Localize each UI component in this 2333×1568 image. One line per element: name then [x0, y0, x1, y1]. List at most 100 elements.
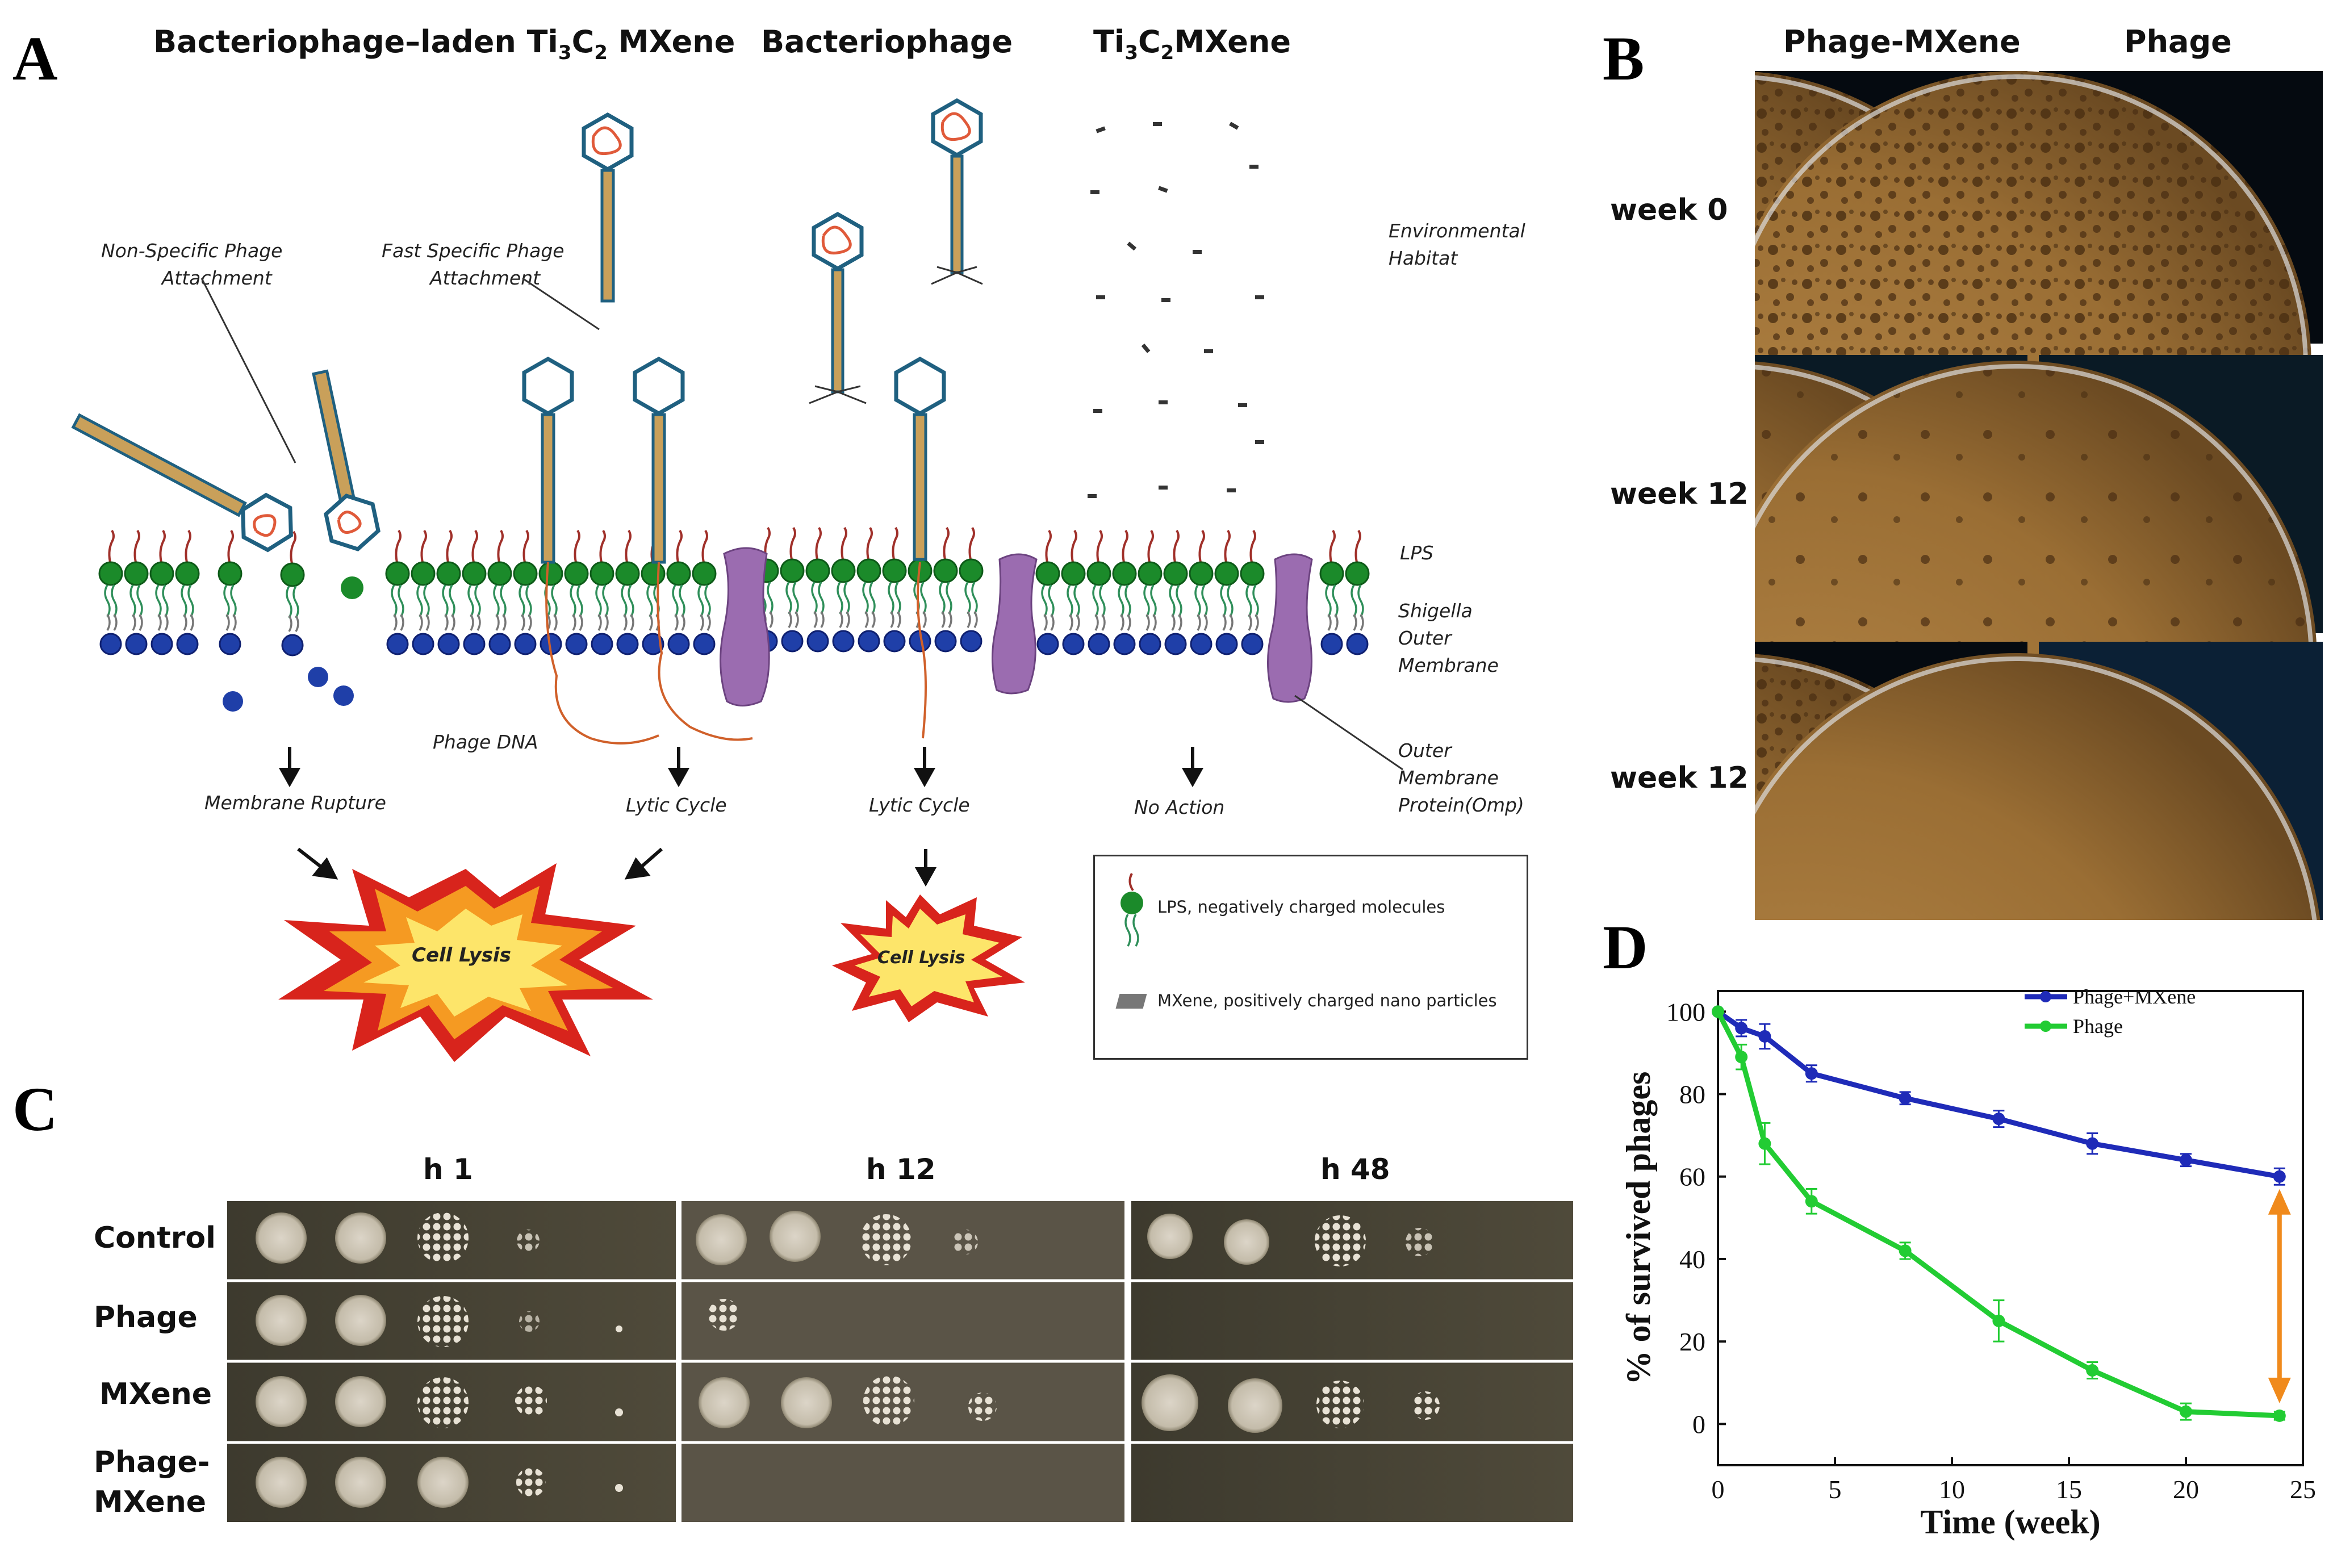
cell-lysis-burst-small	[832, 894, 1025, 1022]
membrane-segment-1	[98, 529, 717, 657]
panel-b-row-label-1: week 0	[1610, 193, 1728, 227]
panel-c-row-label-phage-mxene-2: MXene	[94, 1485, 206, 1519]
legend-marker	[2040, 1021, 2051, 1032]
label-lytic-cycle-1: Lytic Cycle	[626, 794, 727, 816]
panel-letter-d: D	[1603, 913, 1648, 982]
plot-frame	[1717, 990, 2304, 1466]
x-tick-label: 25	[2290, 1475, 2316, 1504]
panel-c-row-label-phage-mxene-1: Phage-	[94, 1445, 210, 1479]
chart-series	[1712, 1005, 2291, 1422]
label-phage-dna: Phage DNA	[433, 731, 538, 753]
header-ti3c2-mxene: Ti3C2MXene	[1093, 24, 1291, 64]
x-axis-label: Time (week)	[1920, 1503, 2100, 1541]
legend-label: Phage	[2073, 1015, 2123, 1038]
data-point	[1899, 1092, 1912, 1105]
phage-free-left	[809, 214, 867, 404]
panel-c-row-label-mxene: MXene	[99, 1377, 212, 1411]
mxene-flakes	[1088, 122, 1264, 498]
data-point	[1712, 1005, 1724, 1018]
panel-c-col-header-h12: h 12	[866, 1153, 936, 1186]
label-membrane-rupture: Membrane Rupture	[204, 792, 386, 814]
data-point	[1899, 1244, 1912, 1257]
omp-protein-1	[720, 547, 770, 706]
label-no-action: No Action	[1134, 796, 1225, 818]
panel-c-spot-assay	[227, 1201, 1573, 1522]
panel-a-legend: LPS, negatively charged molecules MXene,…	[1093, 855, 1528, 1060]
data-point	[1992, 1113, 2005, 1126]
phage-laden-tilted-2	[312, 369, 381, 554]
panel-b-col-header-phage-mxene: Phage-MXene	[1783, 24, 2021, 60]
data-point	[2086, 1137, 2099, 1150]
panel-b-col-header-phage: Phage	[2124, 24, 2232, 60]
spots-h48	[1142, 1214, 1440, 1433]
data-point	[1758, 1030, 1771, 1043]
x-tick-label: 0	[1712, 1475, 1725, 1504]
phage-free-top	[584, 115, 632, 303]
panel-b-row-label-2: week 12	[1610, 477, 1749, 511]
data-point	[2180, 1405, 2192, 1418]
plate-w12b-phage	[1755, 642, 2323, 920]
panel-b-plate-grid	[1755, 71, 2323, 920]
header-phage-laden-mxene: Bacteriophage–laden Ti3C2 MXene	[153, 24, 735, 64]
series-line-1	[1716, 1010, 2280, 1419]
label-lps: LPS	[1400, 542, 1434, 564]
omp-protein-3	[1267, 553, 1313, 703]
x-tick-label: 10	[1939, 1475, 1965, 1504]
data-point	[1735, 1051, 1748, 1064]
phage-attached-2	[635, 359, 753, 741]
x-tick-label: 5	[1829, 1475, 1842, 1504]
phage-free-right	[931, 101, 983, 285]
cell-lysis-large-label: Cell Lysis	[412, 944, 511, 967]
panel-a-diagram: Bacteriophage–laden Ti3C2 MXene Bacterio…	[0, 0, 1584, 1068]
panel-c-row-label-control: Control	[94, 1221, 216, 1255]
difference-arrow-head-bottom	[2268, 1377, 2291, 1403]
data-point	[1805, 1067, 1818, 1080]
data-point	[1805, 1195, 1818, 1208]
cell-lysis-small-label: Cell Lysis	[877, 948, 965, 968]
phage-laden-tilted-1	[71, 413, 302, 557]
data-point	[1735, 1022, 1748, 1035]
spots-h12	[696, 1211, 997, 1428]
y-tick-label: 40	[1679, 1245, 1705, 1274]
y-tick-label: 20	[1679, 1327, 1705, 1356]
data-point	[1758, 1137, 1771, 1150]
spots-h1	[256, 1212, 623, 1508]
phage-binding	[896, 359, 944, 739]
panel-b-row-label-3: week 12	[1610, 761, 1749, 795]
cell-lysis-burst-large	[278, 863, 653, 1062]
y-axis-label: % of survived phages	[1620, 1072, 1657, 1385]
legend-label: Phage+MXene	[2073, 985, 2196, 1008]
series-line-0	[1716, 1009, 2280, 1180]
panel-c-row-label-phage: Phage	[94, 1301, 198, 1335]
x-tick-label: 20	[2173, 1475, 2199, 1504]
data-point	[2180, 1153, 2192, 1166]
membrane-segment-2	[754, 526, 984, 653]
phage-attached-1	[524, 359, 659, 745]
panel-c-col-header-h1: h 1	[423, 1153, 473, 1186]
legend-mxene-text: MXene, positively charged nano particles	[1157, 991, 1497, 1010]
panel-letter-c: C	[12, 1074, 58, 1144]
data-point	[2273, 1409, 2286, 1422]
legend-marker	[2040, 991, 2051, 1002]
membrane-segment-3	[1035, 529, 1370, 655]
omp-protein-2	[992, 553, 1038, 695]
x-tick-label: 15	[2056, 1475, 2082, 1504]
data-point	[2273, 1170, 2286, 1183]
membrane-illustration	[71, 0, 1403, 1062]
legend-lps-text: LPS, negatively charged molecules	[1157, 897, 1445, 917]
y-tick-label: 0	[1692, 1410, 1705, 1439]
mxene-legend-icon	[1115, 994, 1147, 1009]
y-tick-label: 100	[1666, 997, 1705, 1026]
data-point	[1992, 1314, 2005, 1327]
header-bacteriophage: Bacteriophage	[761, 24, 1013, 60]
difference-arrow-head-top	[2268, 1189, 2291, 1215]
label-lytic-cycle-2: Lytic Cycle	[869, 794, 970, 816]
